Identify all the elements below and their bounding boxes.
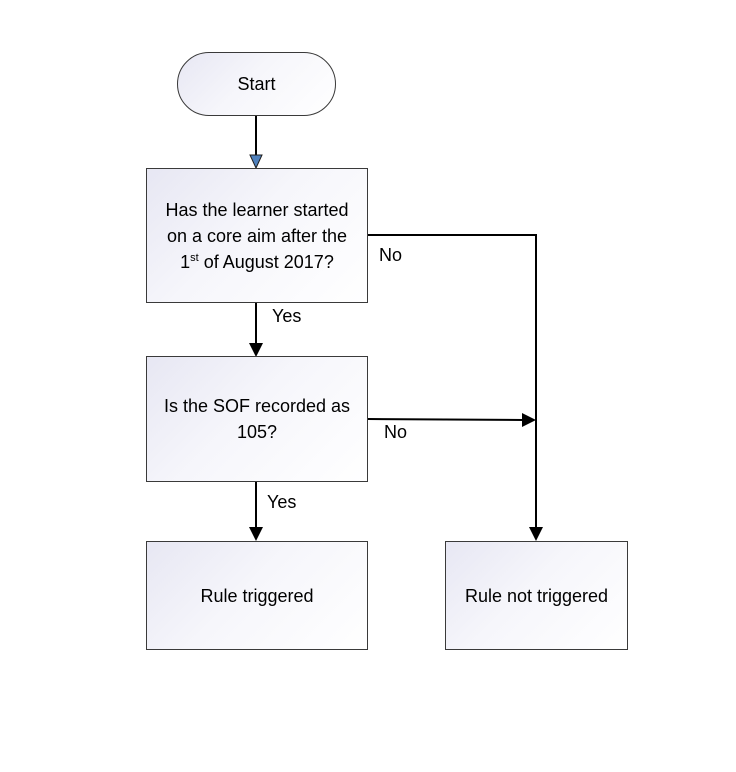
start-node: Start xyxy=(177,52,336,116)
decision-core-aim-day: 1 xyxy=(180,251,191,272)
connector-q1-to-not-triggered xyxy=(368,234,537,529)
arrowhead-q1-to-q2 xyxy=(249,343,263,357)
outcome-rule-not-triggered: Rule not triggered xyxy=(445,541,628,650)
decision-core-aim-date-rest: of August 2017? xyxy=(198,251,334,272)
edge-label-q1-no: No xyxy=(379,245,403,265)
edge-label-q2-yes: Yes xyxy=(267,492,297,512)
decision-sof-text: Is the SOF recorded as 105? xyxy=(164,393,350,445)
decision-core-aim-text: Has the learner started on a core aim af… xyxy=(165,197,348,275)
outcome-rule-not-triggered-label: Rule not triggered xyxy=(464,585,609,606)
arrowhead-q2-to-triggered xyxy=(249,527,263,541)
edge-label-q1-yes: Yes xyxy=(272,306,302,326)
decision-core-aim-line3: 1st of August 2017? xyxy=(165,249,348,275)
decision-core-aim-line1: Has the learner started xyxy=(165,199,349,220)
decision-sof-105: Is the SOF recorded as 105? xyxy=(146,356,368,482)
decision-core-aim-start-date: Has the learner started on a core aim af… xyxy=(146,168,368,303)
outcome-rule-triggered: Rule triggered xyxy=(146,541,368,650)
connector-q2-to-merge xyxy=(367,418,525,421)
start-node-label: Start xyxy=(237,74,276,94)
decision-sof-line1: Is the SOF recorded as xyxy=(163,396,351,416)
decision-core-aim-line2: on a core aim after the xyxy=(166,225,348,246)
decision-sof-line2: 105? xyxy=(236,422,278,442)
decision-core-aim-ordinal: st xyxy=(190,251,199,264)
arrowhead-start-to-q1 xyxy=(249,154,263,170)
arrowhead-q1-to-not-triggered xyxy=(529,527,543,541)
outcome-rule-triggered-label: Rule triggered xyxy=(200,585,314,606)
arrowhead-q2-to-merge xyxy=(522,413,536,427)
edge-label-q2-no: No xyxy=(384,422,408,442)
